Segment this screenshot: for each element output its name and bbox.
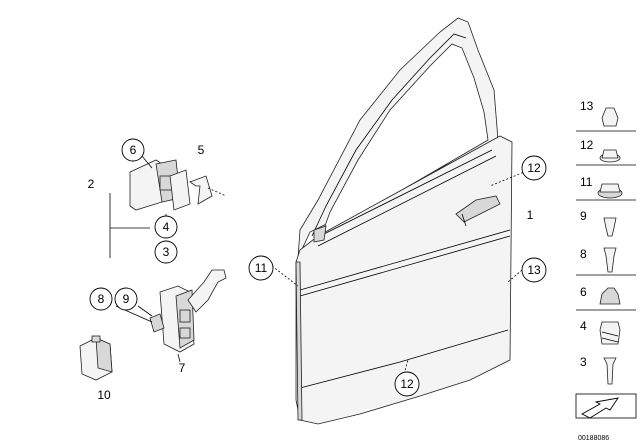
- callout-9: 9: [123, 292, 130, 306]
- legend-part-13: [601, 107, 619, 127]
- door-check-strap: [149, 269, 227, 353]
- callout-7: 7: [179, 361, 186, 375]
- legend-label-3: 3: [580, 355, 587, 369]
- fastener-legend: [576, 107, 636, 385]
- legend-label-11: 11: [580, 175, 593, 189]
- door-shell: [295, 17, 513, 425]
- callout-4: 4: [163, 220, 170, 234]
- legend-label-12: 12: [580, 138, 594, 152]
- legend-label-9: 9: [580, 209, 587, 223]
- callout-6: 6: [130, 143, 137, 157]
- legend-label-13: 13: [580, 99, 594, 113]
- diagram-id: 00188086: [578, 435, 609, 442]
- direction-arrow-icon: [575, 393, 637, 419]
- callout-1: 1: [527, 208, 534, 222]
- legend-part-4: [599, 321, 621, 345]
- callout-13: 13: [527, 263, 541, 277]
- door-check-module: [79, 335, 113, 381]
- callout-12-bottom: 12: [400, 377, 414, 391]
- callout-11: 11: [255, 261, 268, 275]
- callout-5: 5: [198, 143, 205, 157]
- legend-part-3: [603, 357, 617, 385]
- callout-3: 3: [163, 245, 170, 259]
- callout-10: 10: [97, 388, 111, 402]
- callout-2: 2: [88, 177, 95, 191]
- legend-part-6: [599, 287, 621, 305]
- callout-8: 8: [98, 292, 105, 306]
- hinge-assembly: [129, 159, 191, 211]
- legend-label-6: 6: [580, 285, 587, 299]
- legend-label-4: 4: [580, 319, 587, 333]
- legend-part-8: [603, 247, 617, 273]
- legend-part-9: [603, 217, 617, 237]
- legend-label-8: 8: [580, 247, 587, 261]
- callout-12-top: 12: [527, 161, 541, 175]
- hinge-shim: [189, 175, 213, 205]
